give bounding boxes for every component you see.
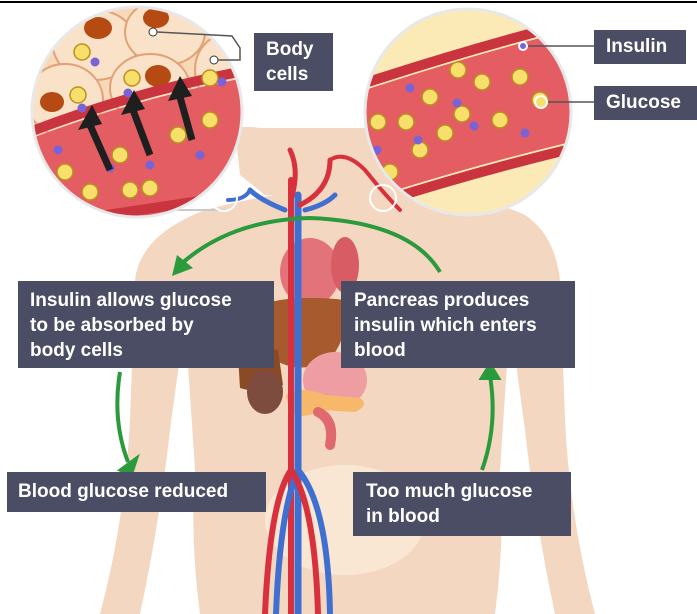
insulin-allows-line-2: to be absorbed by: [30, 313, 274, 338]
blood-glucose-reduced-text: Blood glucose reduced: [18, 479, 266, 504]
glucose-label: Glucose: [594, 86, 697, 120]
spleen: [247, 370, 283, 414]
pancreas-produces-line-2: insulin which enters: [354, 313, 575, 338]
arrow-left: [117, 372, 128, 462]
too-much-glucose-line-1: Too much glucose: [366, 479, 571, 504]
insulin-label-text: Insulin: [606, 34, 686, 59]
insulin-label: Insulin: [594, 30, 686, 64]
glucose-label-text: Glucose: [606, 90, 697, 115]
insulin-allows-line-3: body cells: [30, 338, 274, 363]
blood-glucose-reduced-label: Blood glucose reduced: [7, 472, 266, 512]
pancreas-produces-label: Pancreas produces insulin which enters b…: [341, 281, 575, 368]
insulin-allows-label: Insulin allows glucose to be absorbed by…: [18, 281, 274, 368]
pancreas-produces-line-1: Pancreas produces: [354, 288, 575, 313]
body-cells-label-line-2: cells: [266, 62, 333, 87]
too-much-glucose-label: Too much glucose in blood: [353, 472, 571, 536]
body-cells-label-line-1: Body: [266, 37, 333, 62]
pancreas-produces-line-3: blood: [354, 338, 575, 363]
insulin-allows-line-1: Insulin allows glucose: [30, 288, 274, 313]
too-much-glucose-line-2: in blood: [366, 504, 571, 529]
body-cells-label: Body cells: [254, 33, 333, 91]
